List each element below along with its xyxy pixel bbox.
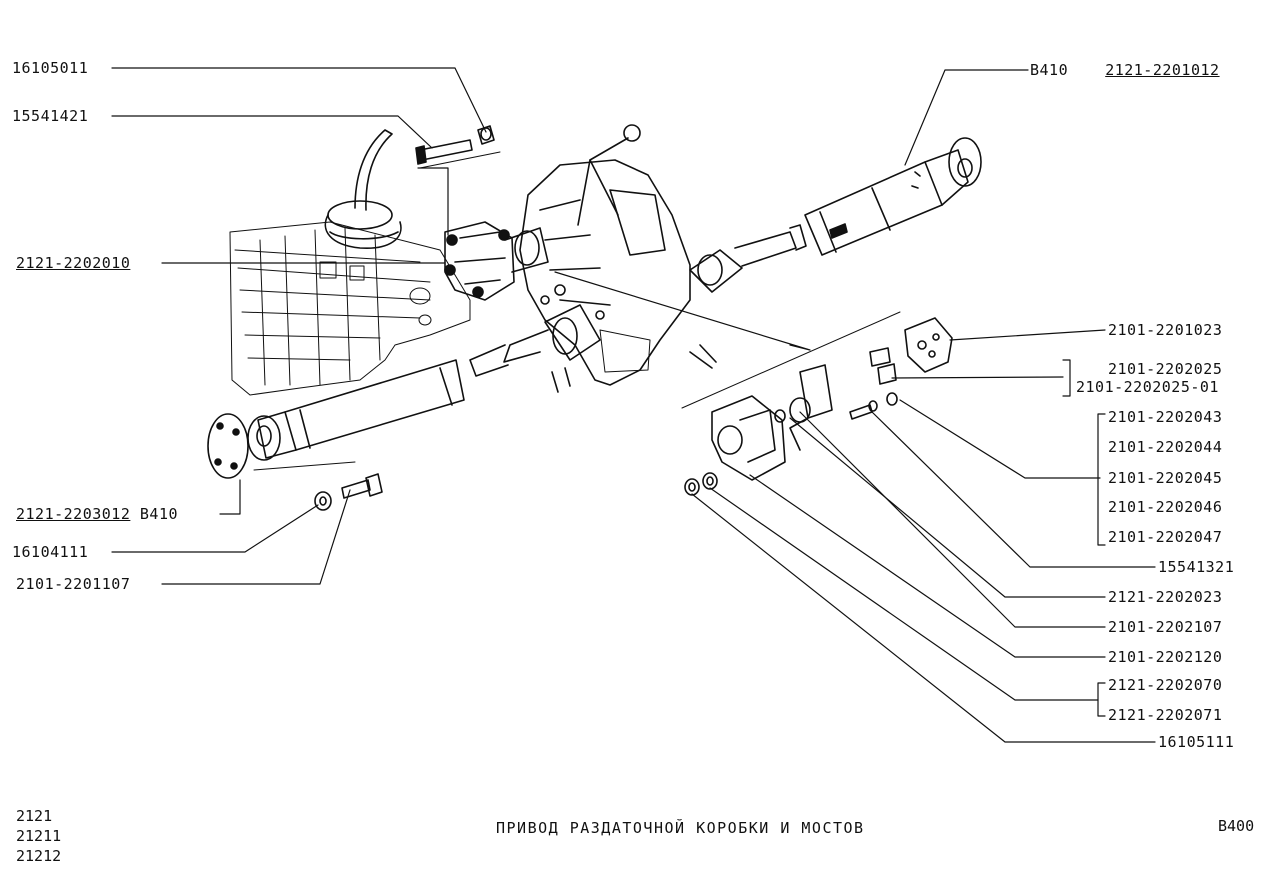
label-2101-2202044: 2101-2202044: [1108, 438, 1223, 456]
label-2121-2202023: 2121-2202023: [1108, 588, 1223, 606]
label-16105011: 16105011: [12, 59, 89, 77]
label-b410-front: B410: [139, 505, 179, 523]
front-propeller-shaft: [207, 304, 601, 479]
label-15541321: 15541321: [1158, 558, 1235, 576]
model-list: 2121 21211 21212: [16, 806, 61, 866]
universal-joint-parts: [681, 311, 953, 496]
page-code: B400: [1218, 817, 1255, 835]
page-title: ПРИВОД РАЗДАТОЧНОЙ КОРОБКИ И МОСТОВ: [496, 819, 865, 837]
leader-lines: [111, 67, 1156, 743]
label-2101-2202045: 2101-2202045: [1108, 469, 1223, 487]
label-2121-2201012: 2121-2201012: [1105, 61, 1220, 79]
elastic-coupling: [444, 221, 549, 301]
gear-lever: [324, 129, 402, 249]
bolt-nut-bottom: [253, 461, 383, 511]
label-2101-2202025: 2101-2202025: [1108, 360, 1223, 378]
model-code: 2121: [16, 807, 53, 825]
label-2101-2202025-01: 2101-2202025-01: [1076, 378, 1219, 396]
label-front-shaft-group: 2121-2203012 B410: [16, 505, 178, 523]
label-2121-2202010: 2121-2202010: [16, 254, 131, 272]
rear-propeller-shaft: [689, 137, 982, 293]
label-2101-2202046: 2101-2202046: [1108, 498, 1223, 516]
label-2101-2201107: 2101-2201107: [16, 575, 131, 593]
label-15541421: 15541421: [12, 107, 89, 125]
label-rear-shaft-group: B410 2121-2201012: [1030, 61, 1220, 79]
label-2101-2202047: 2101-2202047: [1108, 528, 1223, 546]
label-b410-rear: B410: [1030, 61, 1069, 79]
model-code: 21212: [16, 847, 62, 865]
label-2101-2201023: 2101-2201023: [1108, 321, 1223, 339]
label-2101-2202120: 2101-2202120: [1108, 648, 1223, 666]
label-2121-2203012: 2121-2203012: [16, 505, 131, 523]
label-2101-2202043: 2101-2202043: [1108, 408, 1223, 426]
label-16104111: 16104111: [12, 543, 89, 561]
gearbox-housing: [229, 221, 471, 396]
label-2121-2202070: 2121-2202070: [1108, 676, 1223, 694]
label-2101-2202107: 2101-2202107: [1108, 618, 1223, 636]
bolt-nut-top: [415, 125, 501, 169]
label-2121-2202071: 2121-2202071: [1108, 706, 1223, 724]
model-code: 21211: [16, 827, 62, 845]
transfer-case: [519, 124, 717, 393]
label-16105111: 16105111: [1158, 733, 1235, 751]
